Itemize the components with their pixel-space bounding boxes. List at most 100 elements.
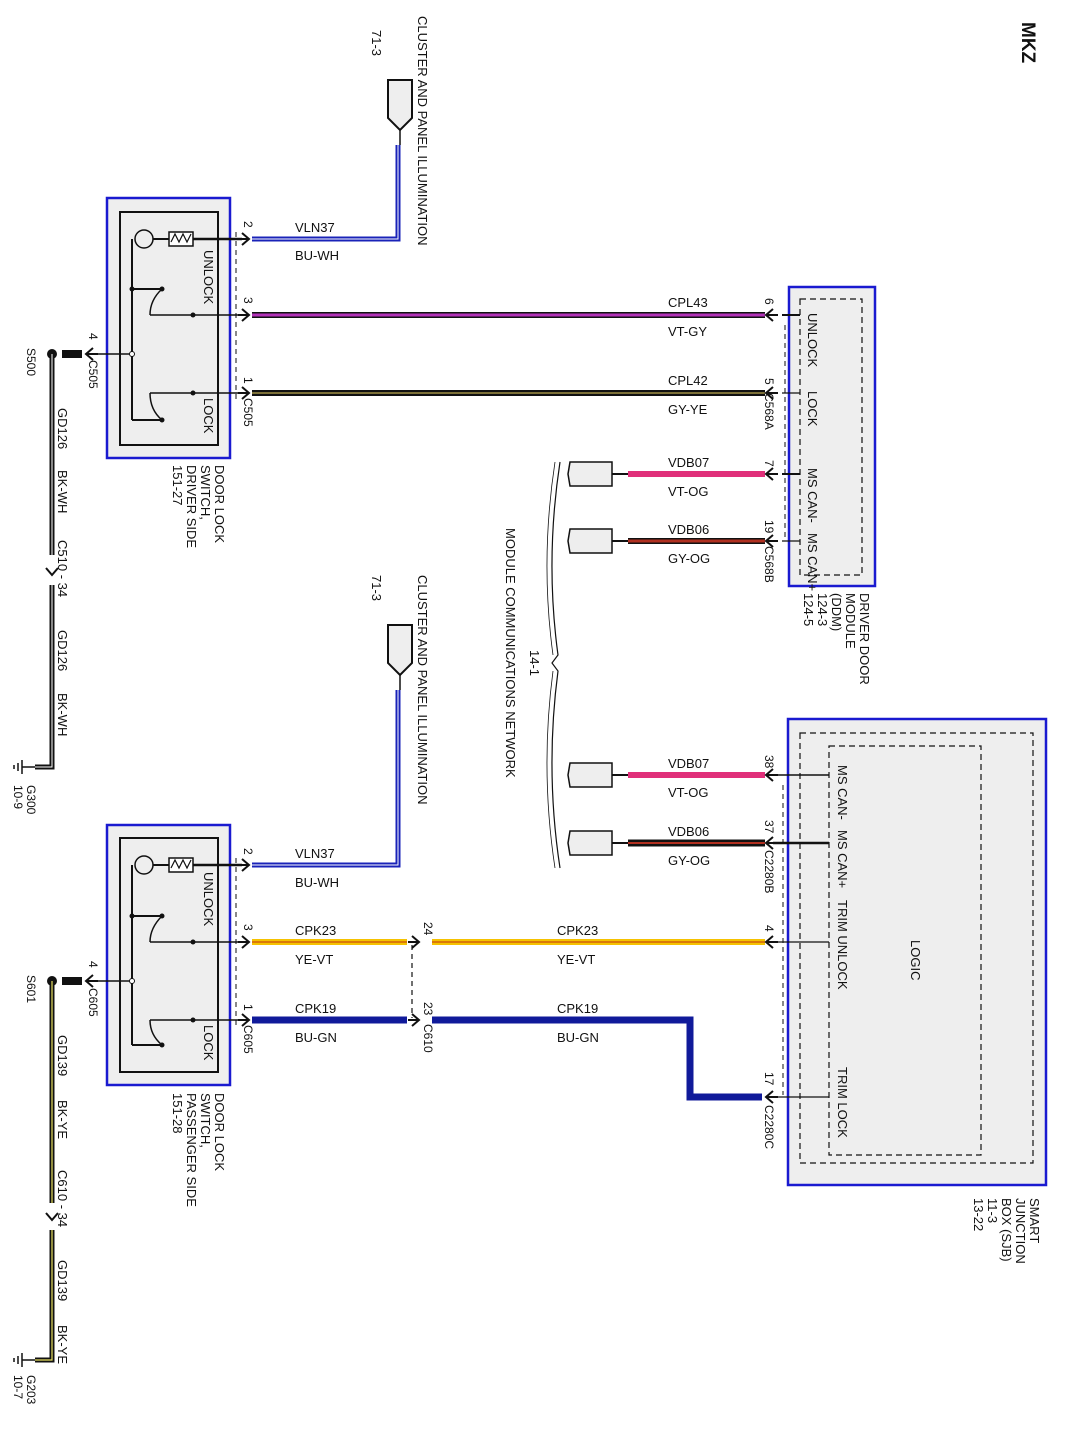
network-ref: 14-1 [527, 650, 542, 676]
pin-label: 37 [762, 820, 776, 834]
connector-arrow-icon [764, 467, 778, 481]
svg-text:C510 - 34: C510 - 34 [55, 540, 70, 597]
passenger-switch-name: DOOR LOCK SWITCH, PASSENGER SIDE 151-28 [170, 1093, 227, 1207]
connector-arrow-icon [764, 768, 778, 782]
svg-text:VDB07: VDB07 [668, 756, 709, 771]
pin-label: 1 [241, 377, 255, 384]
pin-label: 17 [762, 1072, 776, 1086]
sjb-pin-label: MS CAN- [835, 765, 850, 820]
connector-arrow-icon [764, 1090, 778, 1104]
svg-text:GD126: GD126 [55, 408, 70, 449]
pin-label: 6 [762, 298, 776, 305]
svg-text:C610 - 34: C610 - 34 [55, 1170, 70, 1227]
svg-text:BU-WH: BU-WH [295, 248, 339, 263]
svg-text:SMART: SMART [1027, 1198, 1042, 1243]
svg-text:GD139: GD139 [55, 1035, 70, 1076]
svg-text:CPK19: CPK19 [557, 1001, 598, 1016]
connector-label: C605 [86, 988, 100, 1017]
ddm-pin-label: MS CAN+ [805, 533, 820, 591]
sjb-name: SMART JUNCTION BOX (SJB) 11-3 13-22 [971, 1198, 1042, 1264]
wire-vdb06-ddm[interactable]: VDB06 GY-OG [567, 522, 765, 566]
svg-text:C610: C610 [421, 1024, 435, 1053]
svg-text:VDB07: VDB07 [668, 455, 709, 470]
wire-cpl42[interactable]: CPL42 GY-YE [252, 373, 765, 417]
connector-arrow-icon [764, 836, 778, 850]
wire-cpk23[interactable]: CPK23 YE-VT CPK23 YE-VT [252, 923, 765, 967]
svg-text:CPL43: CPL43 [668, 295, 708, 310]
connector-label: C568B [762, 546, 776, 583]
svg-text:JUNCTION: JUNCTION [1013, 1198, 1028, 1264]
svg-text:CPK23: CPK23 [295, 923, 336, 938]
passenger-door-lock-switch[interactable]: UNLOCK LOCK [95, 823, 242, 1087]
inline-connector-c610: 24 23 C610 [411, 922, 435, 1053]
connector-arrow-icon [408, 935, 421, 949]
connector-arrow-icon [238, 308, 251, 322]
svg-text:DOOR LOCK: DOOR LOCK [212, 1093, 227, 1171]
wire-cpk19[interactable]: CPK19 BU-GN CPK19 BU-GN [252, 1001, 762, 1101]
connector-label: C568A [762, 393, 776, 430]
wire-vdb06-sjb[interactable]: VDB06 GY-OG [567, 824, 765, 868]
svg-text:10-7: 10-7 [11, 1375, 25, 1399]
svg-text:GY-YE: GY-YE [668, 402, 708, 417]
svg-text:151-28: 151-28 [170, 1093, 185, 1133]
pin-label: 5 [762, 378, 776, 385]
svg-text:VT-OG: VT-OG [668, 785, 708, 800]
svg-text:BK-WH: BK-WH [55, 693, 70, 736]
pin-label: 3 [241, 924, 255, 931]
svg-text:DRIVER DOOR: DRIVER DOOR [857, 593, 872, 685]
connector-arrow-icon [764, 308, 778, 322]
connector-label: C505 [86, 360, 100, 389]
svg-text:BU-WH: BU-WH [295, 875, 339, 890]
driver-door-lock-switch[interactable]: UNLOCK LOCK [95, 196, 242, 460]
svg-text:BK-WH: BK-WH [55, 470, 70, 513]
ground-circuit-driver: S500 GD126 BK-WH C510 - 34 GD126 BK-WH G… [11, 348, 82, 815]
svg-text:23: 23 [421, 1002, 435, 1016]
connector-arrow-icon [238, 1013, 251, 1027]
svg-text:CPK23: CPK23 [557, 923, 598, 938]
sjb-pin-label: MS CAN+ [835, 830, 850, 888]
wire-vln37-bottom[interactable]: VLN37 BU-WH [252, 690, 401, 890]
driver-door-module[interactable]: UNLOCK LOCK MS CAN- MS CAN+ [782, 285, 877, 591]
ddm-pin-label: LOCK [805, 391, 820, 427]
connector-label: C505 [241, 398, 255, 427]
svg-text:PASSENGER SIDE: PASSENGER SIDE [184, 1093, 199, 1207]
svg-text:151-27: 151-27 [170, 465, 185, 505]
svg-text:S500: S500 [24, 348, 38, 376]
svg-text:G300: G300 [24, 785, 38, 815]
svg-text:BK-YE: BK-YE [55, 1325, 70, 1364]
driver-unlock-label: UNLOCK [201, 250, 216, 305]
pin-label: 19 [762, 520, 776, 534]
ddm-name: DRIVER DOOR MODULE (DDM) 124-3 124-5 [801, 593, 872, 685]
smart-junction-box[interactable]: LOGIC MS CAN- MS CAN+ TRIM UNLOCK TRIM L… [773, 717, 1048, 1187]
wire-vdb07-sjb[interactable]: VDB07 VT-OG [567, 756, 765, 800]
svg-text:BOX (SJB): BOX (SJB) [999, 1198, 1014, 1262]
sjb-pin-label: TRIM UNLOCK [835, 900, 850, 990]
svg-text:BU-GN: BU-GN [295, 1030, 337, 1045]
wire-cpl43[interactable]: CPL43 VT-GY [252, 295, 765, 339]
connector-arrows [84, 232, 778, 1104]
connector-arrow-icon [764, 386, 778, 400]
svg-text:VT-OG: VT-OG [668, 484, 708, 499]
driver-switch-name: DOOR LOCK SWITCH, DRIVER SIDE 151-27 [170, 465, 227, 548]
svg-text:CPL42: CPL42 [668, 373, 708, 388]
pin-label: 3 [241, 297, 255, 304]
diagram-title: MKZ [1017, 22, 1038, 64]
illum-connector-bottom: 71-3 CLUSTER AND PANEL ILLUMINATION [369, 575, 430, 804]
wire-vdb07-ddm[interactable]: VDB07 VT-OG [567, 455, 765, 499]
passenger-lock-label: LOCK [201, 1025, 216, 1061]
svg-text:GY-OG: GY-OG [668, 853, 710, 868]
svg-text:S601: S601 [24, 975, 38, 1003]
svg-text:VLN37: VLN37 [295, 846, 335, 861]
network-label: MODULE COMMUNICATIONS NETWORK [503, 528, 518, 778]
wire-vln37-top[interactable]: VLN37 BU-WH [252, 145, 401, 263]
svg-text:BU-GN: BU-GN [557, 1030, 599, 1045]
svg-text:DRIVER SIDE: DRIVER SIDE [184, 465, 199, 548]
illum-ref-top: 71-3 [369, 30, 384, 56]
connector-arrow-icon [238, 935, 251, 949]
ddm-pin-label: UNLOCK [805, 313, 820, 368]
svg-text:GD139: GD139 [55, 1260, 70, 1301]
network-brace: 14-1 MODULE COMMUNICATIONS NETWORK [503, 461, 561, 869]
illum-label-top: CLUSTER AND PANEL ILLUMINATION [415, 16, 430, 245]
svg-text:10-9: 10-9 [11, 785, 25, 809]
